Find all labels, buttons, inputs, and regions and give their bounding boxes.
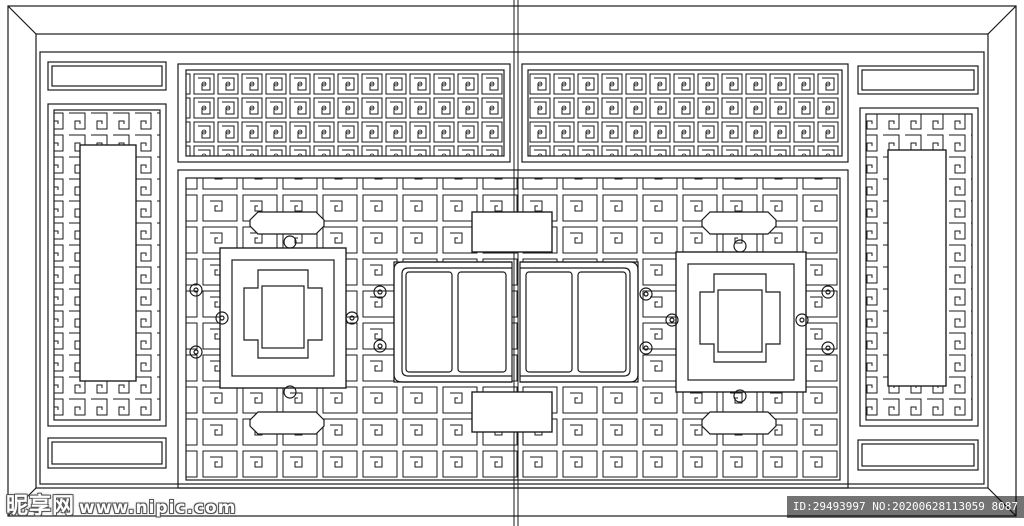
outer-frame: [7, 5, 1017, 517]
watermark-url: www.nipic.com: [79, 498, 237, 518]
watermark-id: ID:29493997 NO:20200628113059 8087: [786, 496, 1024, 518]
watermark-brand-text: 昵享网: [6, 494, 76, 519]
rosette-group: [189, 235, 835, 403]
